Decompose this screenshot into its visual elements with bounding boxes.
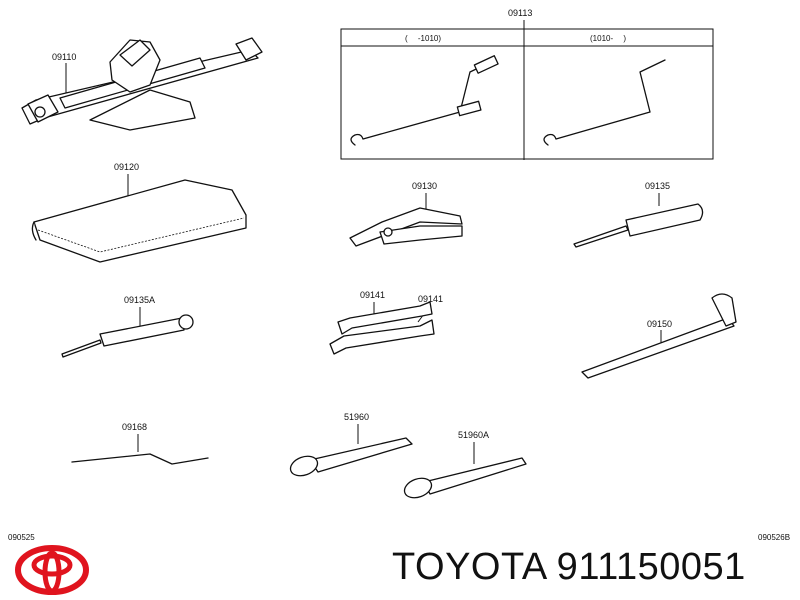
tool-bag-zipper [37,217,245,253]
pliers-jaw [349,207,463,247]
towing-eye-a-ring [403,477,433,499]
handle-right-rod [543,59,666,146]
toyota-logo-icon [15,545,89,595]
lug-wrench-bar [581,317,735,379]
handle-group-label: 09113 [508,8,532,18]
towing-eye-a-label: 51960A [458,430,489,440]
towing-eye-ring [289,455,319,477]
wrench-bottom-label: 09141 [418,294,443,304]
wrench-drawing: 09141 09141 [329,290,443,355]
jack-crank-end [235,37,263,61]
wrench-bottom [329,319,435,355]
towing-eye-shank [309,437,413,473]
lug-wrench-socket [711,293,737,327]
handle-col-left-label: ( -1010) [405,34,441,43]
lug-wrench-drawing: 09150 [581,293,737,379]
brand-part-number: TOYOTA 911150051 [392,546,746,588]
tool-bag-pull [31,221,37,241]
handle-rod-label: 09168 [122,422,147,432]
jack-saddle-top [119,39,151,67]
towing-eye-drawing: 51960 [289,412,413,477]
footer-code-left: 090525 [8,533,35,542]
jack-label: 09110 [52,52,76,62]
towing-eye-a-drawing: 51960A [403,430,527,499]
towing-eye-a-shank [423,457,527,495]
screwdriver-a-cap [178,314,194,330]
handle-rod-drawing: 09168 [71,422,209,465]
pliers-pivot [383,227,393,237]
pliers-drawing: 09130 [349,181,463,247]
screwdriver-label: 09135 [645,181,670,191]
handle-left-knob [473,55,499,74]
pliers-handle [379,225,463,245]
screwdriver-a-handle [99,317,185,347]
pliers-label: 09130 [412,181,437,191]
screwdriver-drawing: 09135 [573,181,704,248]
screwdriver-handle [625,203,704,237]
lug-wrench-label: 09150 [647,319,672,329]
wrench-top-label: 09141 [360,290,385,300]
handle-col-right-label: (1010- ) [590,34,626,43]
tool-bag-label: 09120 [114,162,139,172]
towing-eye-label: 51960 [344,412,369,422]
jack-base [89,89,196,131]
tool-bag-body [33,179,247,263]
handle-group-box [340,28,714,160]
screwdriver-a-shaft [61,339,102,358]
wrench-top [337,301,433,335]
screwdriver-a-drawing: 09135A [61,295,194,358]
screwdriver-shaft [573,225,629,248]
handle-rod [71,453,209,465]
handle-left-grip [456,100,482,117]
jack-drawing: 09110 [21,37,263,131]
handle-group: 09113 ( -1010) (1010- ) [340,8,714,160]
tool-bag-drawing: 09120 [31,162,247,263]
jack-pivot [34,106,46,118]
screwdriver-a-label: 09135A [124,295,155,305]
footer-code-right: 090526B [758,533,790,542]
